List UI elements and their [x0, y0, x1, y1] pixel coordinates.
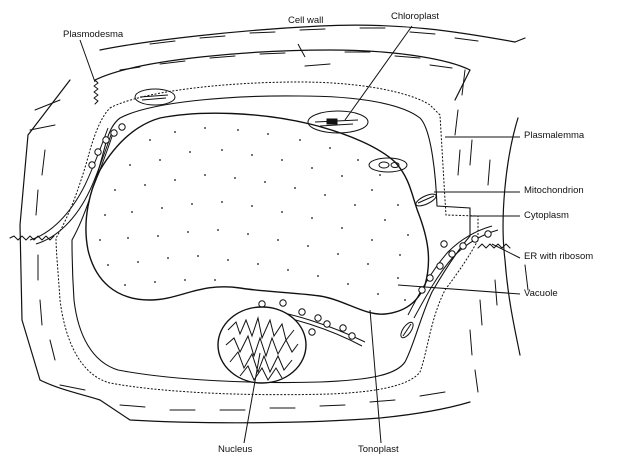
label-tonoplast: Tonoplast	[358, 445, 399, 455]
neighbor-cell-wall-left	[20, 80, 70, 380]
label-mitochondrion: Mitochondrion	[524, 186, 584, 196]
chloroplast-2	[308, 111, 368, 133]
neighbor-cell-wall-right-corner	[515, 38, 525, 42]
label-cytoplasm: Cytoplasm	[524, 211, 569, 221]
plasmodesma-top	[94, 80, 98, 104]
label-plasmodesma: Plasmodesma	[63, 30, 123, 40]
mitochondrion-1	[414, 192, 437, 209]
cell-wall-outer	[95, 50, 470, 80]
label-vacuole: Vacuole	[524, 289, 558, 299]
label-nucleus: Nucleus	[218, 445, 252, 455]
neighbor-cell-wall-top	[100, 25, 515, 50]
label-er-with-ribosomes: ER with ribosom	[524, 252, 593, 262]
vacuole	[86, 113, 429, 314]
cell-wall-outer-right	[455, 70, 470, 100]
nucleus	[218, 307, 306, 383]
label-cell-wall: Cell wall	[288, 16, 323, 26]
mitochondrion-2	[399, 320, 416, 339]
neighbor-cell-wall-bottom	[40, 380, 470, 423]
chloroplast-1	[135, 89, 175, 105]
label-plasmalemma: Plasmalemma	[524, 131, 584, 141]
label-chloroplast: Chloroplast	[391, 12, 439, 22]
neighbor-cell-wall-right	[503, 118, 520, 355]
